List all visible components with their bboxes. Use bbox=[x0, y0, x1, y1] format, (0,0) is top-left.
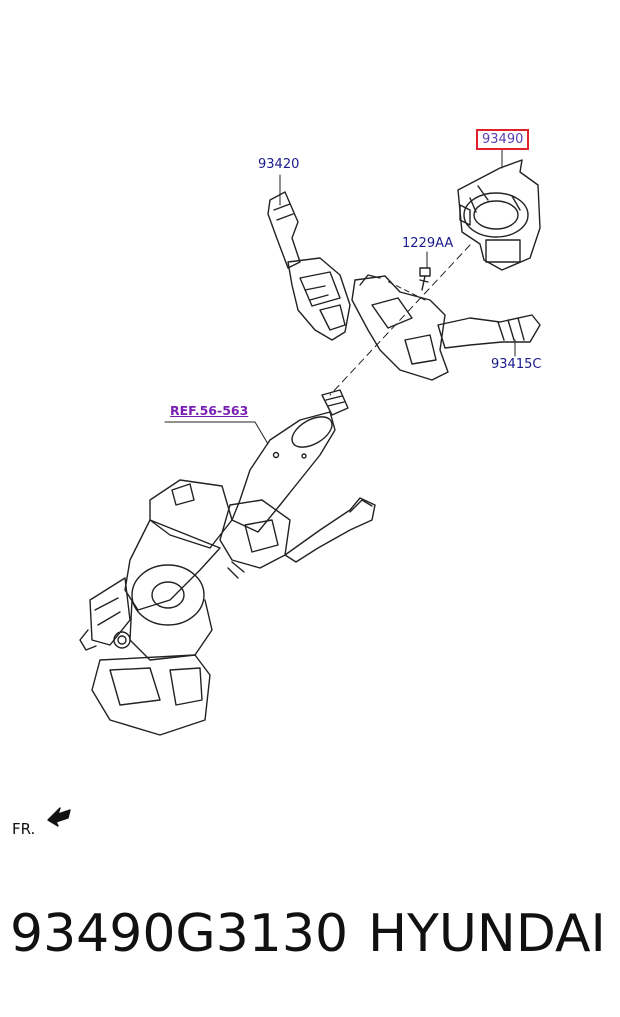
brand-text: HYUNDAI bbox=[368, 904, 606, 964]
front-direction-arrow bbox=[47, 807, 71, 827]
callout-93415c[interactable]: 93415C bbox=[491, 357, 542, 372]
screw-part bbox=[419, 267, 431, 291]
left-combination-switch-part bbox=[267, 191, 351, 341]
steering-column-part bbox=[79, 389, 376, 736]
assembly-axis-line bbox=[329, 244, 471, 396]
callout-1229aa[interactable]: 1229AA bbox=[402, 236, 454, 251]
part-number-text: 93490G3130 bbox=[10, 904, 349, 964]
clock-spring-part bbox=[457, 159, 541, 271]
callout-ref-56-563[interactable]: REF.56-563 bbox=[170, 403, 249, 418]
exploded-parts-diagram bbox=[47, 149, 541, 827]
leader-ref bbox=[164, 421, 269, 445]
right-combination-switch-part bbox=[351, 274, 541, 381]
callout-93490[interactable]: 93490 bbox=[476, 129, 530, 150]
callout-93420[interactable]: 93420 bbox=[258, 157, 300, 172]
front-direction-label: FR. bbox=[12, 820, 36, 838]
